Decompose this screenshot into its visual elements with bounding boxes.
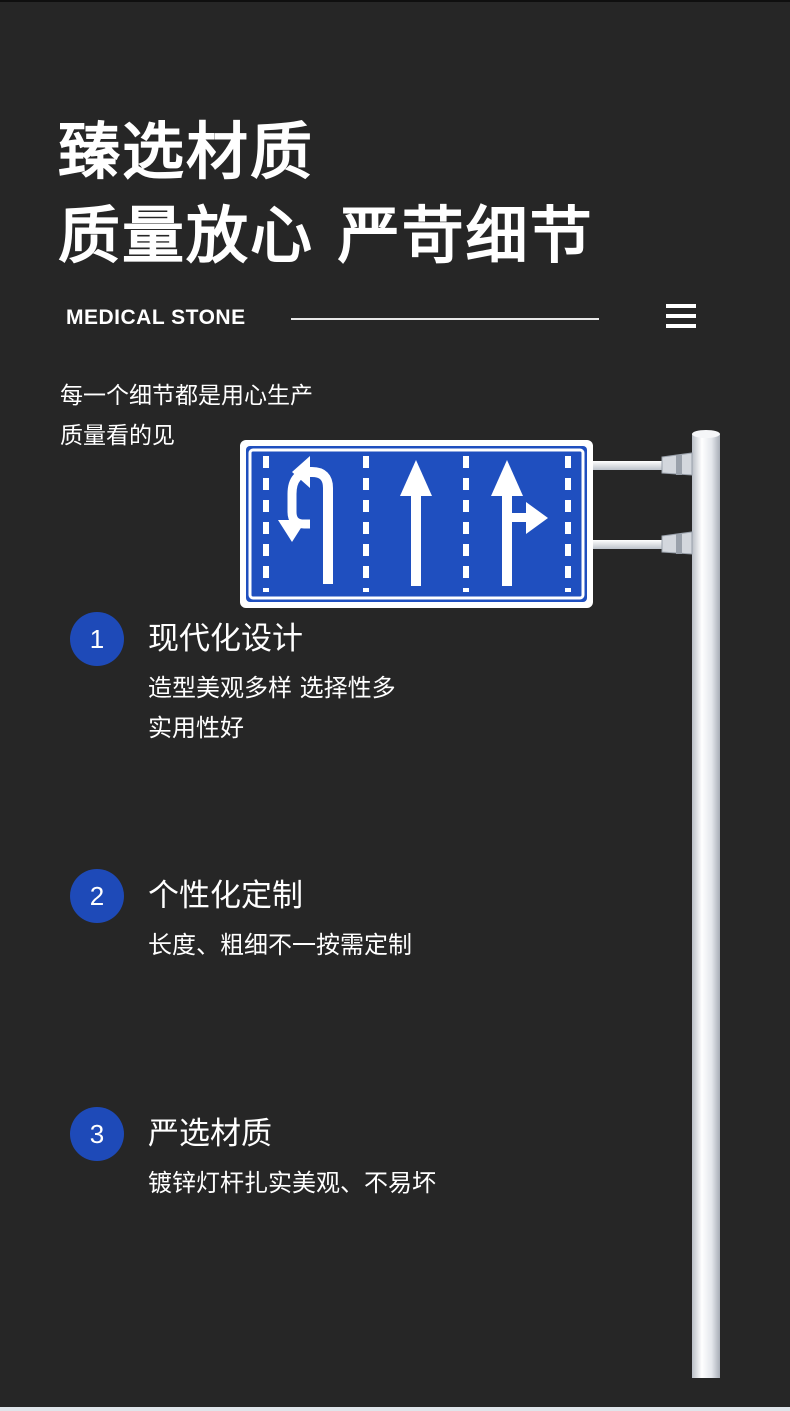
straight-and-right-turn-arrow-icon [491,460,548,586]
bottom-border [0,1407,790,1411]
feature-number-badge: 2 [70,869,124,923]
intro-line-2: 质量看的见 [60,423,175,449]
page-title-line-1: 臻选材质 [58,115,315,188]
feature-description-line: 造型美观多样 选择性多 [148,674,396,702]
feature-description-line: 长度、粗细不一按需定制 [148,931,412,959]
lane-guidance-sign [240,440,593,608]
traffic-sign-pole-image [240,430,720,1378]
intro-line-1: 每一个细节都是用心生产 [60,383,313,409]
page-title-line-2: 质量放心 严苛细节 [58,199,594,272]
feature-description: 镀锌灯杆扎实美观、不易坏 [148,1163,436,1203]
sign-arm-top [592,452,693,476]
feature-description-line: 实用性好 [148,714,244,742]
feature-description: 长度、粗细不一按需定制 [148,925,412,965]
feature-description: 造型美观多样 选择性多 实用性好 [148,668,396,748]
straight-arrow-icon [400,460,432,586]
intro-text: 每一个细节都是用心生产 质量看的见 [60,376,380,456]
feature-number-badge: 3 [70,1107,124,1161]
sign-pole [692,430,720,1378]
feature-description-line: 镀锌灯杆扎实美观、不易坏 [148,1169,436,1197]
left-turn-and-u-turn-arrow-icon [278,456,333,584]
feature-title: 严选材质 [148,1116,272,1152]
lane-divider-lines [263,456,571,592]
feature-number-badge: 1 [70,612,124,666]
top-border [0,0,790,2]
hamburger-menu-icon[interactable] [666,304,696,330]
feature-title: 现代化设计 [148,621,303,657]
english-subtitle: MEDICAL STONE [66,306,246,329]
sign-arm-bottom [592,531,693,555]
header-divider [291,318,599,320]
feature-title: 个性化定制 [148,878,303,914]
